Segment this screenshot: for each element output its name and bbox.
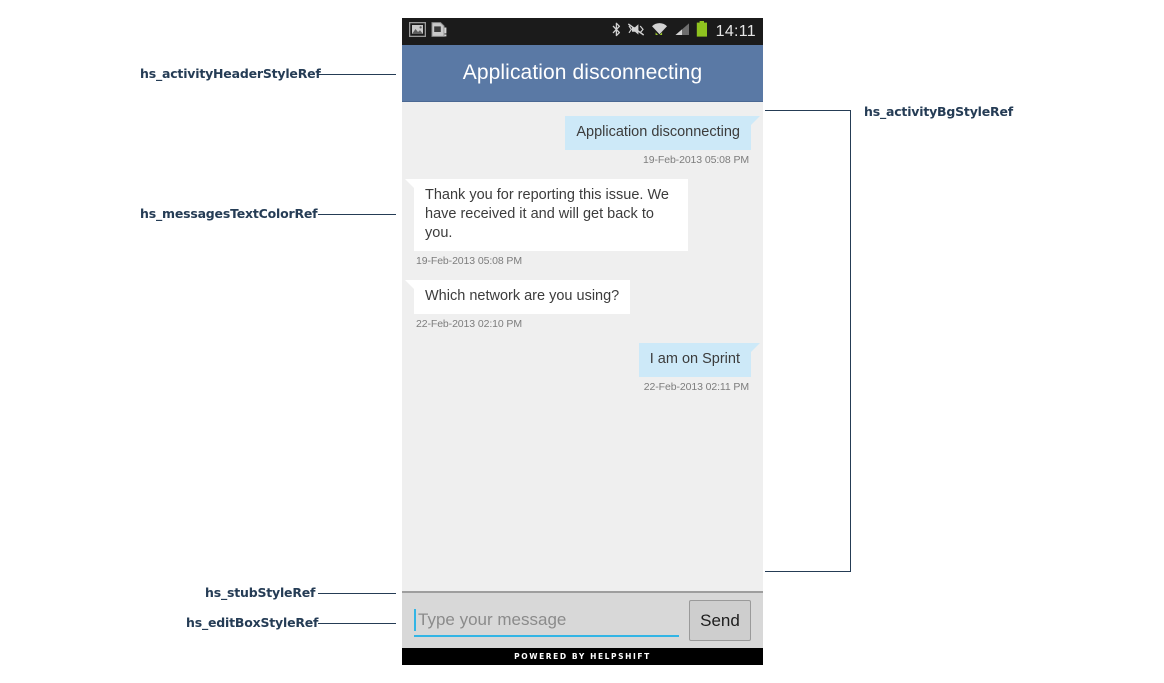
page-title: Application disconnecting xyxy=(462,61,703,84)
conversation-list[interactable]: Application disconnecting 19-Feb-2013 05… xyxy=(402,102,763,591)
message-timestamp: 19-Feb-2013 05:08 PM xyxy=(643,154,749,166)
text-caret xyxy=(414,608,416,631)
composer-divider xyxy=(402,591,763,593)
status-bar: 14:11 xyxy=(402,18,763,45)
activity-header: Application disconnecting xyxy=(402,45,763,102)
message-input-placeholder: Type your message xyxy=(418,609,567,629)
leader-line-activity-header xyxy=(318,74,396,75)
message-input[interactable]: Type your message xyxy=(414,604,679,637)
message-row-outgoing-1: Application disconnecting 19-Feb-2013 05… xyxy=(414,116,760,166)
sim-card-alert-icon xyxy=(431,21,447,42)
message-timestamp: 19-Feb-2013 05:08 PM xyxy=(416,255,522,267)
battery-icon xyxy=(696,21,708,42)
message-row-outgoing-2: I am on Sprint 22-Feb-2013 02:11 PM xyxy=(414,343,761,393)
annotation-label-activity-bg: hs_activityBgStyleRef xyxy=(864,104,1013,119)
bracket-activity-bg xyxy=(765,110,851,572)
cellular-signal-icon xyxy=(674,22,690,42)
mute-vibrate-icon xyxy=(627,22,645,42)
message-timestamp: 22-Feb-2013 02:10 PM xyxy=(416,318,522,330)
message-bubble: I am on Sprint xyxy=(638,343,761,377)
powered-by-footer: POWERED BY HELPSHIFT xyxy=(402,648,763,665)
message-bubble: Application disconnecting xyxy=(565,116,760,150)
leader-line-editbox xyxy=(318,623,396,624)
message-row-incoming-2: Which network are you using? 22-Feb-2013… xyxy=(404,280,751,330)
status-bar-right-icons: 14:11 xyxy=(612,21,756,42)
message-row-incoming-1: Thank you for reporting this issue. We h… xyxy=(405,179,751,267)
leader-line-messages-text-color xyxy=(318,214,396,215)
composer-bar: Type your message Send xyxy=(402,593,763,648)
message-bubble: Which network are you using? xyxy=(404,280,631,314)
annotation-label-messages-text-color: hs_messagesTextColorRef xyxy=(140,206,318,221)
device-screen: 14:11 Application disconnecting Applicat… xyxy=(402,18,763,665)
annotation-label-stub: hs_stubStyleRef xyxy=(205,585,316,600)
status-bar-left-icons xyxy=(408,21,447,42)
send-button[interactable]: Send xyxy=(689,600,751,641)
annotation-label-activity-header: hs_activityHeaderStyleRef xyxy=(140,66,321,81)
powered-by-text: POWERED BY HELPSHIFT xyxy=(514,652,651,661)
bluetooth-icon xyxy=(612,22,621,42)
wifi-icon xyxy=(651,22,668,42)
status-bar-clock: 14:11 xyxy=(715,22,756,40)
leader-line-stub xyxy=(318,593,396,594)
annotation-label-editbox: hs_editBoxStyleRef xyxy=(186,615,319,630)
message-bubble: Thank you for reporting this issue. We h… xyxy=(405,179,688,251)
image-icon xyxy=(408,21,427,42)
message-timestamp: 22-Feb-2013 02:11 PM xyxy=(643,381,749,393)
